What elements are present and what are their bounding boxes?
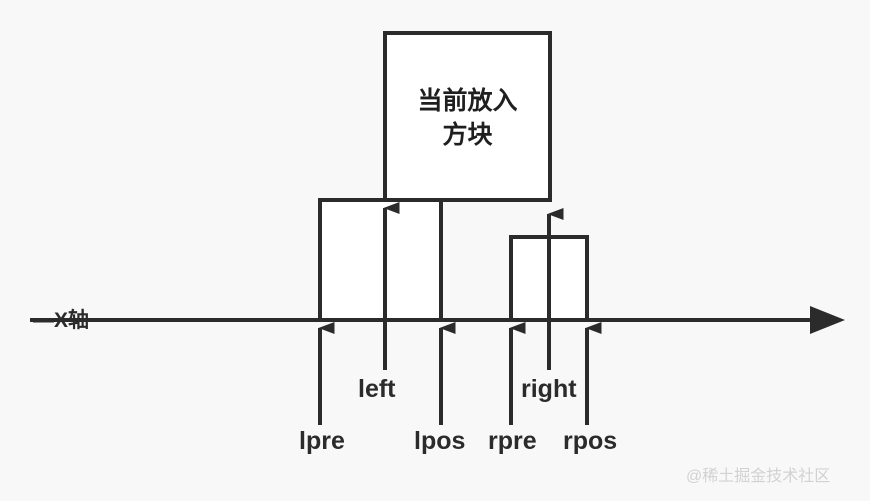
right-label: right bbox=[521, 375, 577, 403]
left-block-rect bbox=[318, 198, 443, 322]
current-block-label-line1: 当前放入 bbox=[417, 87, 518, 115]
lpre-label: lpre bbox=[299, 427, 345, 455]
left-label: left bbox=[358, 375, 396, 403]
current-block-label: 当前放入 方块 bbox=[385, 85, 550, 153]
x-axis-arrowhead bbox=[810, 306, 845, 334]
watermark: @稀土掘金技术社区 bbox=[686, 468, 831, 485]
current-block-label-line2: 方块 bbox=[442, 120, 493, 149]
rpos-label: rpos bbox=[563, 427, 618, 455]
current-block-rect bbox=[383, 31, 552, 202]
x-axis-label: —X轴 bbox=[33, 309, 90, 332]
lpos-label: lpos bbox=[414, 427, 466, 455]
rpre-label: rpre bbox=[488, 427, 537, 455]
